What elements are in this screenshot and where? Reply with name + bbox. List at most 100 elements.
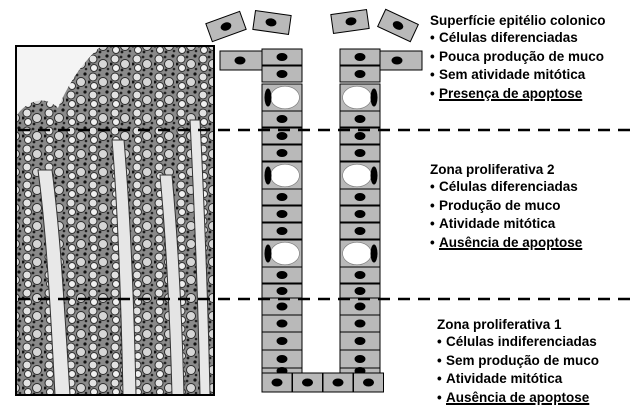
zone-item: •Presença de apoptose (430, 85, 606, 104)
nucleus (265, 245, 272, 263)
bullet-icon: • (437, 333, 446, 352)
epithelial-cell (340, 111, 380, 127)
epithelial-cell (340, 189, 380, 205)
zone-panel-proliferative-1: Zona proliferativa 1 •Células indiferenc… (437, 316, 599, 407)
epithelial-cell (331, 10, 369, 34)
bullet-icon: • (437, 389, 446, 408)
epithelial-cell (380, 51, 422, 70)
epithelial-cell (293, 373, 323, 392)
zone-item: •Ausência de apoptose (430, 234, 582, 253)
nucleus (371, 167, 378, 185)
nucleus (277, 337, 288, 345)
nucleus (355, 149, 366, 157)
nucleus (355, 210, 366, 218)
nucleus (277, 115, 288, 123)
epithelial-cell (262, 223, 302, 239)
nucleus (277, 227, 288, 235)
epithelial-cell (262, 332, 302, 350)
bullet-icon: • (437, 370, 446, 389)
goblet-cell (340, 84, 380, 111)
bullet-icon: • (430, 48, 439, 67)
epithelial-cell (340, 332, 380, 350)
nucleus (355, 287, 366, 295)
bullet-icon: • (430, 66, 439, 85)
zone-item: •Produção de muco (430, 197, 582, 216)
nucleus (277, 210, 288, 218)
goblet-cell (262, 162, 302, 189)
zone-item: •Atividade mitótica (430, 215, 582, 234)
nucleus (355, 70, 366, 78)
zone-panel-surface: Superfície epitélio colonico •Células di… (430, 12, 606, 103)
nucleus (355, 337, 366, 345)
zone-item: •Células diferenciadas (430, 178, 582, 197)
zone-item: •Sem atividade mitótica (430, 66, 606, 85)
nucleus (235, 57, 246, 65)
epithelial-cell (262, 350, 302, 368)
zone-title: Superfície epitélio colonico (430, 12, 606, 29)
epithelial-cell (262, 373, 292, 392)
zone-list: •Células diferenciadas •Pouca produção d… (430, 29, 606, 103)
nucleus (277, 303, 288, 311)
mucin-vacuole (343, 164, 372, 187)
zone-item: •Células indiferenciadas (437, 333, 599, 352)
bullet-icon: • (430, 29, 439, 48)
zone-item: •Pouca produção de muco (430, 48, 606, 67)
nucleus (363, 379, 374, 387)
zone-item: •Atividade mitótica (437, 370, 599, 389)
epithelial-cell (253, 11, 291, 35)
histology-micrograph (16, 46, 214, 395)
bullet-icon: • (430, 85, 439, 104)
epithelial-cell (323, 373, 353, 392)
bullet-icon: • (430, 197, 439, 216)
epithelial-cell (378, 9, 419, 41)
zone-title: Zona proliferativa 1 (437, 316, 599, 333)
nucleus (392, 57, 403, 65)
nucleus (355, 303, 366, 311)
nucleus (277, 70, 288, 78)
zone-list: •Células indiferenciadas •Sem produção d… (437, 333, 599, 407)
epithelial-cell (262, 267, 302, 283)
nucleus (265, 167, 272, 185)
epithelial-cell (340, 206, 380, 222)
epithelial-cell (340, 223, 380, 239)
nucleus (355, 132, 366, 140)
nucleus (277, 271, 288, 279)
mucin-vacuole (271, 86, 300, 109)
nucleus (371, 89, 378, 107)
nucleus (277, 355, 288, 363)
nucleus (355, 115, 366, 123)
epithelial-cell (220, 51, 262, 70)
epithelial-cell (262, 284, 302, 298)
epithelial-cell (262, 49, 302, 65)
nucleus (333, 379, 344, 387)
epithelial-cell (206, 11, 246, 41)
mucin-vacuole (343, 242, 372, 265)
epithelial-cell (262, 315, 302, 332)
epithelial-cell (262, 189, 302, 205)
bullet-icon: • (430, 215, 439, 234)
zone-list: •Células diferenciadas •Produção de muco… (430, 178, 582, 252)
epithelial-cell (262, 145, 302, 161)
epithelial-cell (340, 66, 380, 82)
zone-item: •Células diferenciadas (430, 29, 606, 48)
epithelial-cell (262, 206, 302, 222)
nucleus (277, 320, 288, 328)
nucleus (355, 355, 366, 363)
bullet-icon: • (430, 178, 439, 197)
nucleus (277, 132, 288, 140)
bullet-icon: • (430, 234, 439, 253)
nucleus (272, 379, 283, 387)
epithelial-cell (340, 49, 380, 65)
epithelial-cell (340, 267, 380, 283)
mucin-vacuole (271, 164, 300, 187)
zone-panel-proliferative-2: Zona proliferativa 2 •Células diferencia… (430, 161, 582, 252)
nucleus (265, 89, 272, 107)
nucleus (277, 53, 288, 61)
epithelial-cell (262, 111, 302, 127)
nucleus (277, 193, 288, 201)
goblet-cell (340, 162, 380, 189)
nucleus (355, 320, 366, 328)
nucleus (371, 245, 378, 263)
nucleus (277, 287, 288, 295)
zone-item: •Sem produção de muco (437, 352, 599, 371)
